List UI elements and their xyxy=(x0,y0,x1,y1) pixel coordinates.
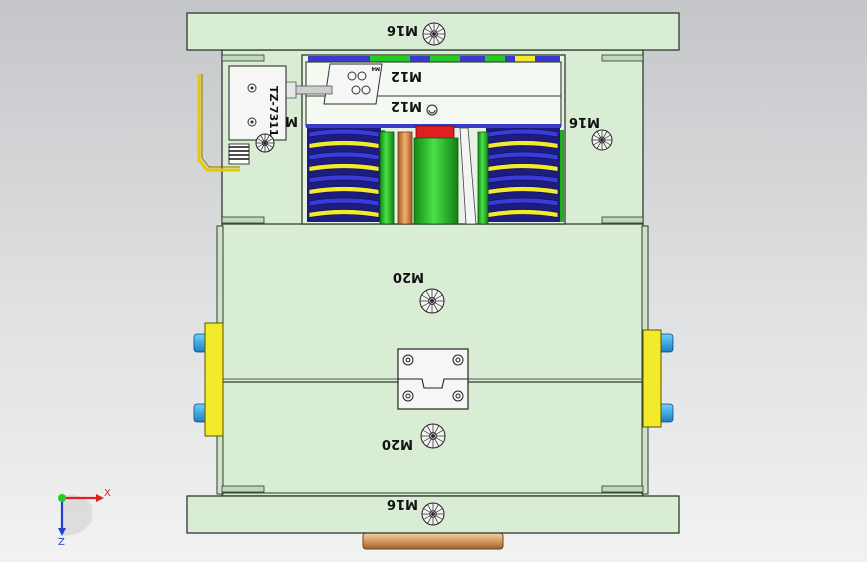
copper-pin xyxy=(397,131,413,225)
sprue-bushing[interactable] xyxy=(362,532,504,550)
switch-model-label: TZ-7311 xyxy=(267,86,280,136)
label-m12-upper: M12 xyxy=(391,68,422,83)
screw-head-5 xyxy=(421,502,445,526)
parting-lock-block[interactable] xyxy=(397,348,469,410)
tiny-tag: M4 xyxy=(371,65,380,71)
switch-screw-bottom xyxy=(247,117,257,127)
label-m20-lower: M20 xyxy=(382,436,413,451)
small-pin-hole xyxy=(426,104,438,116)
spring-group xyxy=(307,128,564,222)
bolt-hole-3 xyxy=(351,85,361,95)
left-green-rod xyxy=(379,131,395,225)
slot-marks xyxy=(221,54,644,493)
label-m16-right: M16 xyxy=(569,114,600,129)
limit-switch-block[interactable] xyxy=(228,65,287,141)
screw-head-4 xyxy=(420,423,446,449)
switch-cable xyxy=(197,74,240,172)
right-green-rod xyxy=(477,131,489,225)
right-side-lock[interactable] xyxy=(642,329,674,428)
label-m12-lower: M12 xyxy=(391,98,422,113)
return-pin xyxy=(413,137,459,225)
bolt-hole-2 xyxy=(357,71,367,81)
housing-top-strip xyxy=(308,56,560,62)
bolt-hole-1 xyxy=(347,71,357,81)
triad-x-label: X xyxy=(104,488,111,499)
cable-connector xyxy=(228,143,250,165)
screw-head-1 xyxy=(422,22,446,46)
screw-head-3 xyxy=(419,288,445,314)
screw-group xyxy=(255,22,613,526)
screw-head-2 xyxy=(591,129,613,151)
screw-head-6 xyxy=(255,133,275,153)
switch-screw-top xyxy=(247,83,257,93)
triad-z-label: Z xyxy=(58,537,65,548)
coordinate-triad: X Z xyxy=(58,488,111,548)
bolt-hole-4 xyxy=(361,85,371,95)
left-spring xyxy=(307,128,385,222)
label-m-left: M xyxy=(285,113,298,128)
right-spring xyxy=(486,128,564,222)
angled-pin xyxy=(459,127,477,225)
label-m20-upper: M20 xyxy=(393,269,424,284)
label-m16-bottom: M16 xyxy=(387,496,418,511)
left-side-lock[interactable] xyxy=(193,322,224,437)
label-m16-top: M16 xyxy=(387,22,418,37)
